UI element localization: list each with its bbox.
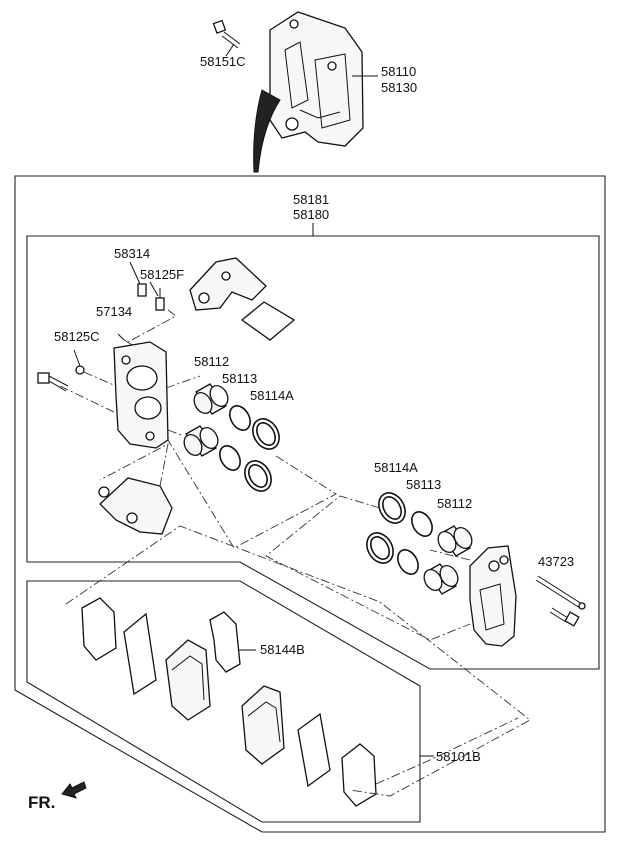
label-58314: 58314 (114, 246, 150, 261)
gasket-upper (240, 301, 296, 341)
leader-arrow-wedge (253, 89, 281, 173)
piston-right-upper (437, 525, 473, 557)
caliper-body-left (113, 341, 169, 449)
anti-rattle-clip-58144b (209, 611, 241, 673)
seal-right-upper (411, 511, 433, 537)
label-43723: 43723 (538, 554, 574, 569)
boot-right-lower (366, 532, 394, 564)
screw-58125c (75, 365, 85, 375)
pad-shim-2 (297, 712, 331, 788)
dashline-bleeder (127, 309, 177, 343)
piston-left-lower (183, 425, 219, 457)
label-58181: 58181 (293, 192, 329, 207)
pad-shim-1 (123, 612, 157, 696)
dashline-screw (83, 371, 117, 387)
bracket-upper (189, 257, 267, 311)
caliper-body-right (469, 545, 517, 647)
piston-right-lower (423, 563, 459, 595)
label-57134: 57134 (96, 304, 132, 319)
front-arrow-icon (61, 781, 87, 799)
dashline-bolt-left (59, 385, 119, 415)
pad-backing-plate-1 (81, 597, 117, 661)
boot-right-upper (378, 492, 406, 524)
pin-57134 (117, 333, 125, 341)
caliper-assembly-top (269, 11, 364, 147)
label-58113-left: 58113 (222, 371, 257, 386)
label-58114a-right: 58114A (374, 460, 418, 475)
dashline-right-lower (429, 549, 471, 561)
pad-backing-plate-2 (341, 743, 377, 807)
bolt-left (37, 372, 69, 392)
boot-left-lower (244, 460, 272, 492)
leader-58314 (129, 261, 141, 285)
seal-left-upper (229, 405, 251, 431)
leader-58151c (225, 43, 235, 57)
dashline-pad-kit (65, 525, 531, 797)
outer-assembly-frame (14, 175, 606, 833)
dashline-left-to-right (167, 439, 337, 549)
bolt-58151c (212, 19, 241, 49)
bleeder-cap-58314 (137, 283, 147, 297)
label-58114a-left: 58114A (250, 388, 294, 403)
label-58112-left: 58112 (194, 354, 229, 369)
brake-pad-2 (241, 685, 285, 765)
brake-pad-1 (165, 639, 211, 721)
label-58144b: 58144B (260, 642, 305, 657)
dashline-pistons-lower (167, 429, 185, 437)
seal-left-lower (219, 445, 241, 471)
label-58125f: 58125F (140, 267, 184, 282)
dashline-right-upper (265, 495, 471, 641)
leader-58125c (73, 349, 81, 367)
label-fr: FR. (28, 793, 55, 812)
dashline-pin (123, 339, 135, 347)
label-58125c: 58125C (54, 329, 100, 344)
piston-left-upper (193, 383, 229, 415)
caliper-kit-frame (26, 235, 600, 670)
label-58151c: 58151C (200, 54, 246, 69)
leader-58125f (149, 281, 159, 297)
guide-pin-43723 (535, 575, 586, 610)
dashline-bracket-lower (99, 443, 169, 487)
bracket-lower (98, 477, 173, 535)
label-58180: 58180 (293, 207, 329, 222)
label-58130: 58130 (381, 80, 417, 95)
seal-right-lower (397, 549, 419, 575)
bolt-right (549, 607, 580, 627)
label-58101b: 58101B (436, 749, 481, 764)
label-58112-right: 58112 (437, 496, 472, 511)
dashline-pad-right (375, 717, 519, 785)
bleeder-screw-58125f (155, 288, 165, 311)
label-58113-right: 58113 (406, 477, 441, 492)
pad-kit-frame (26, 580, 421, 823)
boot-left-upper (252, 418, 280, 450)
label-58110: 58110 (381, 64, 416, 79)
dashline-pistons-upper (165, 375, 201, 389)
